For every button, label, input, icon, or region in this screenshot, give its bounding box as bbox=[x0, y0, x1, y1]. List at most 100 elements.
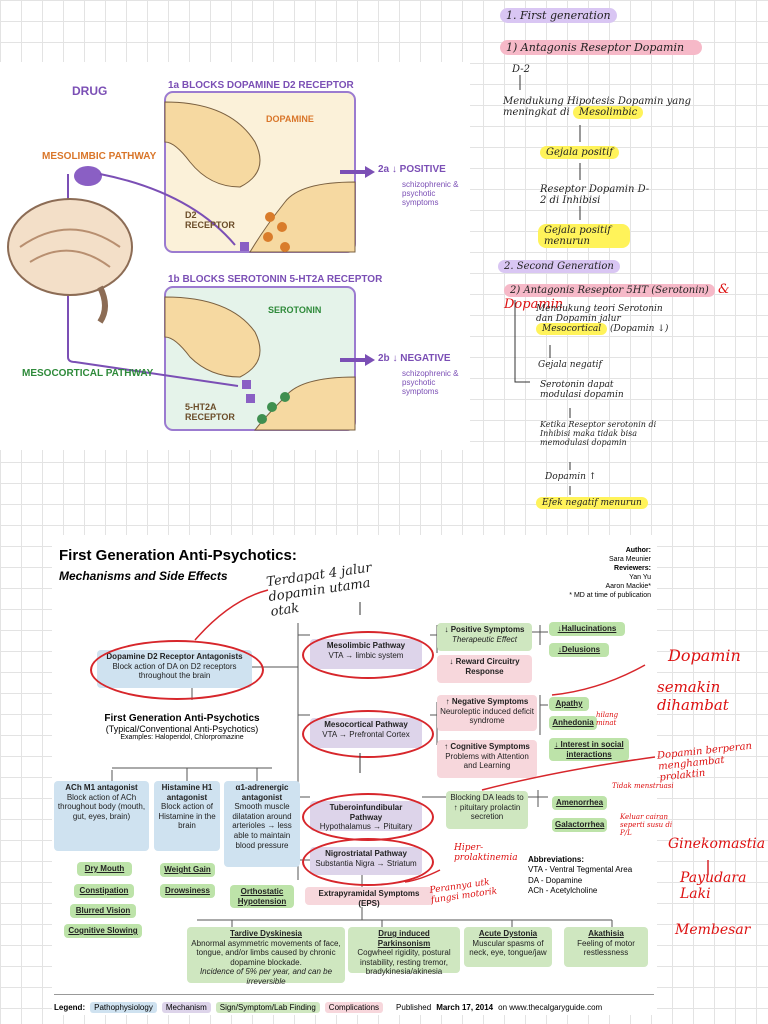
step-2b: 2b ↓ NEGATIVE bbox=[378, 353, 451, 364]
annot-hiperprolaktinemia: Hiper-prolaktinemia bbox=[454, 843, 518, 863]
published-label: Published bbox=[396, 1002, 432, 1012]
note-antagonis-d2: 1) Antagonis Reseptor Dopamin bbox=[500, 40, 702, 55]
negative-title: ↑ Negative Symptoms bbox=[445, 697, 529, 706]
abbr-vta: VTA - Ventral Tegmental Area bbox=[528, 865, 633, 875]
annot-payudara: Payudara Laki bbox=[680, 870, 747, 902]
cognitive-sub: Problems with Attention and Learning bbox=[445, 751, 529, 771]
note-dopamin-up: Dopamin ↑ bbox=[545, 472, 597, 482]
ach-title: ACh M1 antagonist bbox=[65, 783, 138, 792]
negative-box: ↑ Negative Symptoms Neuroleptic induced … bbox=[437, 695, 537, 731]
note-mendukung: Mendukung Hipotesis Dopamin yang meningk… bbox=[503, 96, 703, 119]
fga-title: First Generation Anti-Psychotics bbox=[104, 713, 260, 724]
step-2b-desc: schizophrenic & psychotic symptoms bbox=[402, 369, 459, 396]
negative-sub: Neuroleptic induced deficit syndrome bbox=[440, 706, 534, 726]
annot-keluar-cairan: Keluar cairan seperti susu di P/L bbox=[620, 813, 673, 837]
credits: Author: Sara Meunier Reviewers: Yan Yu A… bbox=[569, 546, 651, 601]
dip-title: Drug induced Parkinsonism bbox=[377, 929, 431, 948]
md-note: * MD at time of publication bbox=[569, 592, 651, 600]
annot-tidak-menstruasi: Tidak menstruasi bbox=[612, 782, 674, 790]
annot-hilang-minat: hilang minat bbox=[596, 711, 619, 727]
abbr-ach: ACh - Acetylcholine bbox=[528, 886, 598, 896]
note-first-gen: 1. First generation bbox=[500, 8, 617, 23]
positive-sub: Therapeutic Effect bbox=[452, 634, 517, 644]
author-label: Author: bbox=[625, 547, 651, 554]
serotonin-label: SEROTONIN bbox=[268, 305, 322, 315]
td-box: Tardive Dyskinesia Abnormal asymmetric m… bbox=[187, 927, 345, 986]
constipation: Constipation bbox=[74, 884, 134, 898]
note-d2: D-2 bbox=[512, 64, 530, 75]
hist-title: Histamine H1 antagonist bbox=[161, 783, 213, 802]
reviewers-label: Reviewers: bbox=[614, 565, 651, 573]
prolactin-box: Blocking DA leads to ↑ pituitary prolact… bbox=[446, 791, 528, 829]
diagram-art bbox=[7, 91, 375, 431]
apathy: Apathy bbox=[549, 697, 589, 711]
galactorrhea: Galactorrhea bbox=[552, 818, 607, 832]
drug-icon bbox=[74, 166, 102, 186]
abbr-da: DA - Dopamine bbox=[528, 875, 583, 885]
author-name: Sara Meunier bbox=[608, 556, 651, 564]
ht-receptor-label: 5-HT2A RECEPTOR bbox=[185, 402, 235, 422]
weight-gain: Weight Gain bbox=[160, 863, 215, 877]
positive-title: ↓ Positive Symptoms bbox=[444, 625, 525, 634]
histamine-box: Histamine H1 antagonist Block action of … bbox=[154, 781, 220, 851]
drowsiness: Drowsiness bbox=[160, 884, 215, 898]
orthostatic-hypotension: Orthostatic Hypotension bbox=[230, 885, 294, 909]
d2-receptor-label: D2 RECEPTOR bbox=[185, 210, 235, 230]
note-dopamin-red: & Dopamin bbox=[504, 282, 730, 312]
hist-desc: Block action of Histamine in the brain bbox=[158, 802, 216, 831]
legend-label: Legend: bbox=[54, 1002, 86, 1012]
brain-icon bbox=[7, 198, 133, 296]
note-gejala-negatif: Gejala negatif bbox=[538, 360, 602, 370]
legend: Legend: Pathophysiology Mechanism Sign/S… bbox=[54, 994, 654, 1015]
drug-label: DRUG bbox=[72, 84, 108, 98]
annot-ellipse-tubero bbox=[302, 793, 434, 841]
ach-box: ACh M1 antagonist Block action of ACh th… bbox=[54, 781, 149, 851]
ad-title: Acute Dystonia bbox=[478, 929, 538, 938]
td-note: Incidence of 5% per year, and can be irr… bbox=[199, 967, 333, 986]
legend-sign: Sign/Symptom/Lab Finding bbox=[215, 1001, 320, 1013]
legend-comp: Complications bbox=[324, 1001, 384, 1013]
note-mendukung-text: Mendukung Hipotesis Dopamin yang meningk… bbox=[503, 96, 692, 118]
annot-ellipse-mesocortical bbox=[302, 710, 434, 758]
note-antagonis-5ht-text: 2) Antagonis Reseptor 5HT (Serotonin) bbox=[504, 284, 715, 297]
fga-block: First Generation Anti-Psychotics (Typica… bbox=[72, 713, 292, 741]
td-title: Tardive Dyskinesia bbox=[230, 929, 302, 938]
positive-box: ↓ Positive Symptoms Therapeutic Effect bbox=[437, 623, 532, 651]
dip-desc: Cogwheel rigidity, postural instability,… bbox=[357, 948, 451, 977]
note-teori-text: Mendukung teori Serotonin dan Dopamin ja… bbox=[536, 304, 663, 324]
legend-mech: Mechanism bbox=[161, 1001, 211, 1013]
ak-desc: Feeling of motor restlessness bbox=[577, 938, 635, 958]
step-1a: 1a BLOCKS DOPAMINE D2 RECEPTOR bbox=[168, 80, 354, 91]
step-2a: 2a ↓ POSITIVE bbox=[378, 164, 446, 175]
ach-desc: Block action of ACh throughout body (mou… bbox=[57, 792, 146, 821]
annot-ginekomastia: Ginekomastia bbox=[668, 836, 766, 852]
annot-ellipse-d2 bbox=[90, 640, 264, 700]
step-1b: 1b BLOCKS SEROTONIN 5-HT2A RECEPTOR bbox=[168, 274, 383, 285]
ad-desc: Muscular spasms of neck, eye, tongue/jaw bbox=[469, 938, 547, 958]
step-2a-desc: schizophrenic & psychotic symptoms bbox=[402, 180, 459, 207]
note-efek-negatif: Efek negatif menurun bbox=[536, 497, 648, 509]
note-dopamin-down: (Dopamin ↓) bbox=[610, 324, 669, 334]
alpha-title: α1-adrenergic antagonist bbox=[235, 783, 289, 802]
note-positif-menurun: Gejala positif menurun bbox=[538, 224, 630, 248]
hallucinations: ↓Hallucinations bbox=[549, 622, 625, 636]
dopamine-label: DOPAMINE bbox=[266, 114, 314, 124]
cognitive-slowing: Cognitive Slowing bbox=[64, 924, 142, 938]
amenorrhea: Amenorrhea bbox=[552, 796, 607, 810]
alpha-box: α1-adrenergic antagonist Smooth muscle d… bbox=[224, 781, 300, 867]
published-site[interactable]: on www.thecalgaryguide.com bbox=[498, 1002, 603, 1012]
reward-title: ↓ Reward Circuitry Response bbox=[449, 657, 520, 676]
note-modulasi: Serotonin dapat modulasi dopamin bbox=[540, 380, 624, 400]
annot-prolaktin: Dopamin berperan menghambat prolaktin bbox=[656, 740, 753, 784]
delusions: ↓Delusions bbox=[549, 643, 609, 657]
note-second-gen: 2. Second Generation bbox=[498, 260, 620, 273]
abbr-title: Abbreviations: bbox=[528, 855, 585, 864]
dip-box: Drug induced Parkinsonism Cogwheel rigid… bbox=[348, 927, 460, 976]
social-interest: ↓ Interest in social interactions bbox=[549, 738, 629, 762]
mechanism-diagram: DRUG MESOLIMBIC PATHWAY MESOCORTICAL PAT… bbox=[0, 62, 470, 450]
notes-arrows bbox=[514, 75, 581, 495]
ak-title: Akathisia bbox=[588, 929, 624, 938]
annot-ellipse-mesolimbic bbox=[302, 631, 434, 679]
doc-title: First Generation Anti-Psychotics: bbox=[59, 547, 297, 564]
blurred-vision: Blurred Vision bbox=[70, 904, 136, 918]
